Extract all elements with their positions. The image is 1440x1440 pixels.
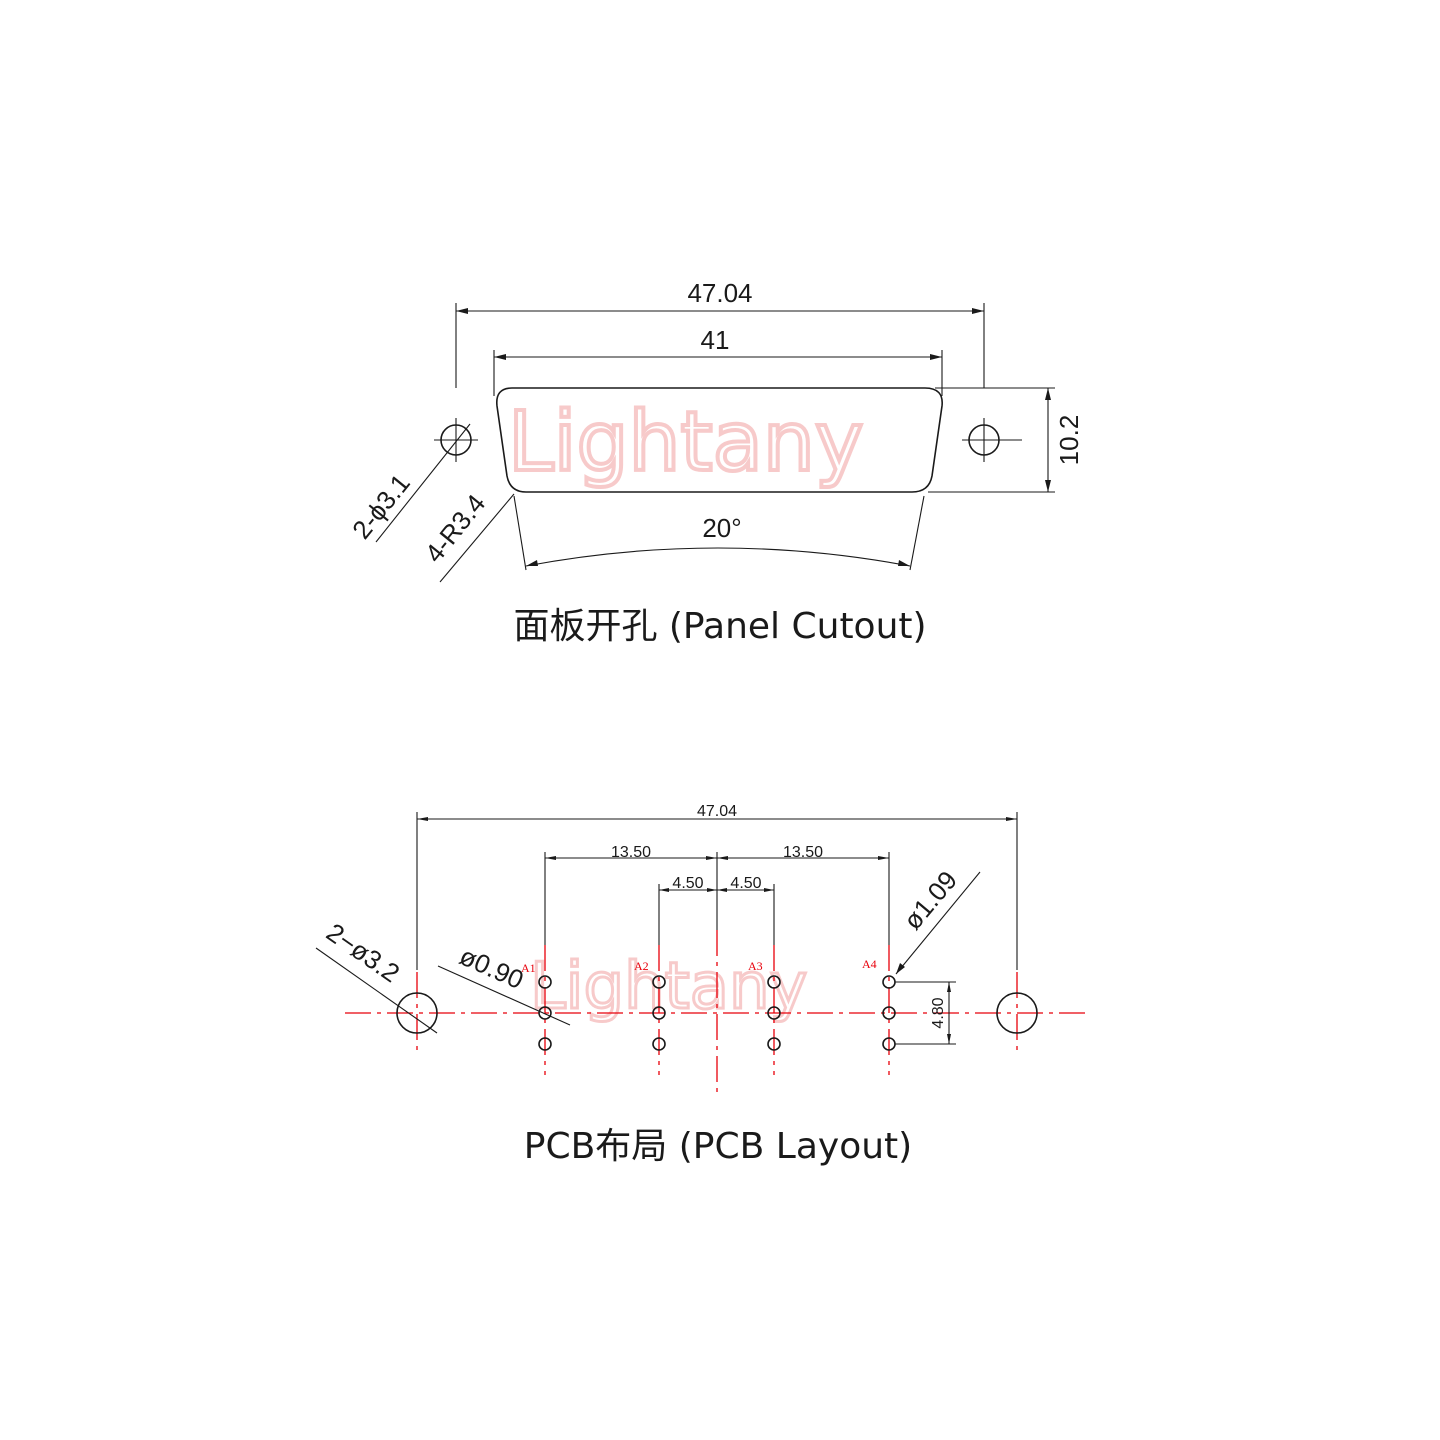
pcb-mount-hole-leader: 2−ø3.2 bbox=[315, 917, 438, 1034]
pin-label-a2: A2 bbox=[634, 959, 649, 973]
pcb-large-pin-leader: ø1.09 bbox=[895, 865, 981, 975]
panel-cutout-outline bbox=[495, 387, 943, 493]
panel-body-width-dimension: 41 bbox=[493, 325, 943, 396]
pcb-right-span-label: 13.50 bbox=[783, 844, 823, 861]
pcb-mount-hole-callout: 2−ø3.2 bbox=[321, 917, 405, 988]
pcb-pin-hole-callout: ø0.90 bbox=[455, 941, 528, 995]
panel-hole-callout: 2-ϕ3.1 bbox=[346, 468, 416, 544]
pcb-row-pitch-dimension: 4.80 bbox=[895, 981, 956, 1045]
pcb-left-span-dimension: 13.50 bbox=[544, 844, 717, 945]
panel-cutout-caption: 面板开孔 (Panel Cutout) bbox=[513, 606, 926, 647]
panel-radius-callout: 4-R3.4 bbox=[419, 489, 491, 569]
pcb-large-pin-callout: ø1.09 bbox=[897, 865, 963, 935]
panel-cutout-view: Lightany 47.04 bbox=[346, 278, 1084, 647]
panel-body-width-label: 41 bbox=[701, 325, 730, 355]
panel-angle-label: 20° bbox=[702, 513, 741, 543]
pcb-layout-view: Lightany bbox=[315, 803, 1090, 1167]
panel-overall-width-label: 47.04 bbox=[687, 278, 752, 308]
panel-height-label: 10.2 bbox=[1054, 415, 1084, 466]
panel-right-hole bbox=[962, 418, 1022, 462]
pcb-left-inner-dimension: 4.50 bbox=[658, 875, 717, 945]
pcb-right-inner-label: 4.50 bbox=[730, 875, 761, 892]
panel-left-hole bbox=[434, 418, 478, 462]
pcb-right-inner-dimension: 4.50 bbox=[717, 875, 775, 945]
pcb-left-mount-hole bbox=[396, 992, 438, 1034]
panel-watermark: Lightany bbox=[508, 395, 863, 490]
pcb-right-span-dimension: 13.50 bbox=[716, 844, 890, 945]
panel-angle-dimension: 20° bbox=[513, 495, 925, 571]
panel-height-dimension: 10.2 bbox=[928, 387, 1084, 493]
pcb-overall-width-label: 47.04 bbox=[697, 803, 737, 820]
pcb-overall-width-dimension: 47.04 bbox=[416, 803, 1018, 970]
panel-radius-leader: 4-R3.4 bbox=[419, 489, 515, 583]
pcb-left-inner-label: 4.50 bbox=[672, 875, 703, 892]
pcb-pin-column-a3 bbox=[767, 975, 781, 1051]
pin-label-a3: A3 bbox=[748, 959, 763, 973]
pin-label-a1: A1 bbox=[521, 961, 536, 975]
pcb-pin-column-a1 bbox=[538, 975, 552, 1051]
pcb-row-pitch-label: 4.80 bbox=[930, 997, 947, 1028]
panel-overall-width-dimension: 47.04 bbox=[455, 278, 985, 388]
pcb-right-mount-hole bbox=[996, 992, 1038, 1034]
pcb-layout-caption: PCB布局 (PCB Layout) bbox=[524, 1126, 912, 1167]
pcb-pin-column-a4 bbox=[882, 975, 896, 1051]
pin-label-a4: A4 bbox=[862, 957, 877, 971]
pcb-pin-column-a2 bbox=[652, 975, 666, 1051]
pcb-left-span-label: 13.50 bbox=[611, 844, 651, 861]
